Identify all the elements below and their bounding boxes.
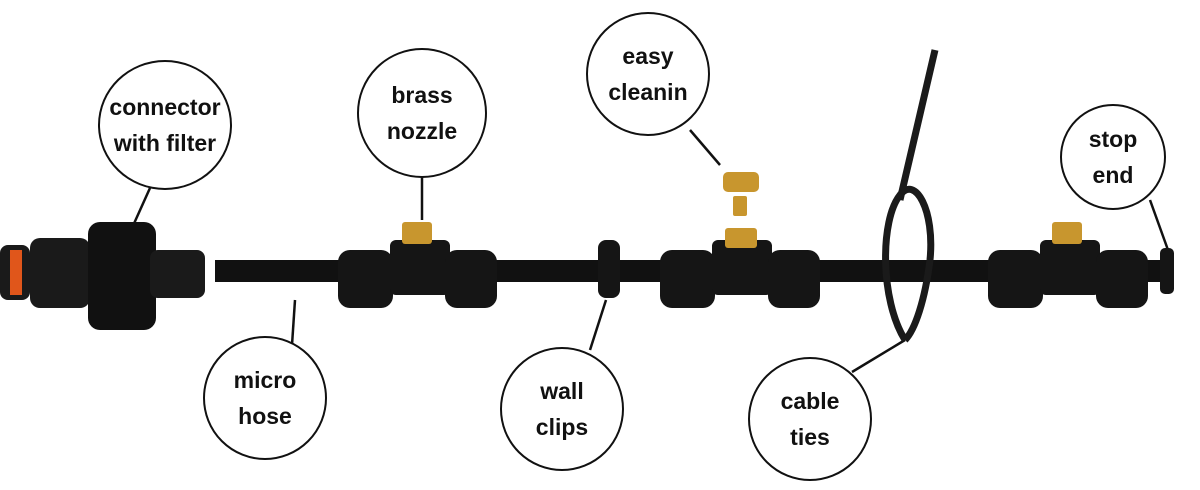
callout-micro-hose: micro hose xyxy=(203,336,327,460)
callout-stop-end: stop end xyxy=(1060,104,1166,210)
tee-fittings xyxy=(338,240,1174,308)
callout-wall-clips: wall clips xyxy=(500,347,624,471)
callout-cable-ties: cable ties xyxy=(748,357,872,481)
leader-lines xyxy=(130,129,1170,374)
connector-with-filter xyxy=(0,222,205,330)
callout-connector-with-filter: connector with filter xyxy=(98,60,232,190)
callout-brass-nozzle: brass nozzle xyxy=(357,48,487,178)
callout-easy-cleaning: easy cleanin xyxy=(586,12,710,136)
cable-tie xyxy=(882,49,939,343)
brass-nozzles xyxy=(402,172,1082,248)
